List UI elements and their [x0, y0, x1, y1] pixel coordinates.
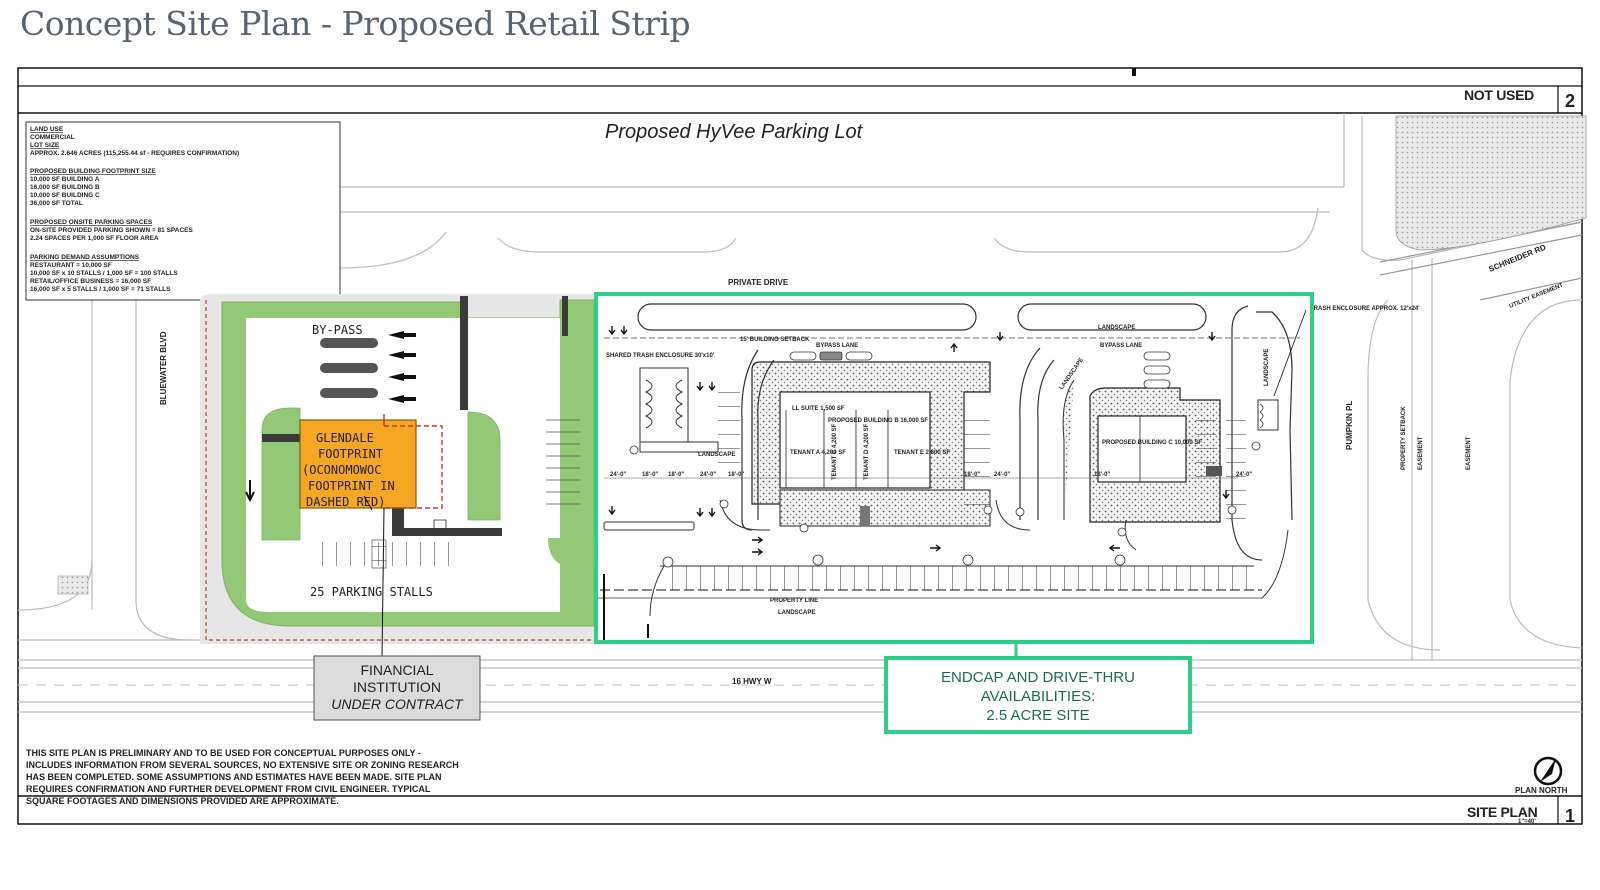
legend-demand-item: 16,000 SF x 5 STALLS / 1,000 SF = 71 STA…: [30, 286, 171, 293]
legend-lot-size-heading: LOT SIZE: [30, 142, 60, 149]
legend-demand-item: RESTAURANT = 10,000 SF: [30, 262, 112, 269]
dimension-strings: 24'-0" 18'-0" 18'-0" 24'-0" 18'-0" 18'-0…: [604, 472, 1252, 479]
footprint-line: GLENDALE: [316, 431, 374, 445]
endcap-callout: ENDCAP AND DRIVE-THRU AVAILABILITIES: 2.…: [884, 656, 1192, 734]
legend-footprint-heading: PROPOSED BUILDING FOOTPRINT SIZE: [30, 168, 156, 175]
landscape-top-label: LANDSCAPE: [1098, 325, 1135, 331]
financial-line: FINANCIAL: [360, 662, 433, 678]
hyvee-lot-label: Proposed HyVee Parking Lot: [605, 121, 864, 143]
north-arrow-icon: [1533, 756, 1563, 786]
legend-footprint-item: 16,000 SF BUILDING B: [30, 184, 100, 191]
legend-land-use-heading: LAND USE: [30, 126, 64, 133]
hatched-island: [1395, 115, 1587, 251]
traffic-arrows: [608, 326, 1230, 556]
dimension-label: 18'-0": [964, 472, 980, 478]
tenant-label: TENANT D 4,200 SF: [864, 423, 870, 480]
not-used-label: NOT USED: [1464, 87, 1534, 103]
tenant-label: TENANT E 2,800 SF: [894, 450, 950, 456]
hwy-label: 16 HWY W: [732, 677, 772, 686]
endcap-line: ENDCAP AND DRIVE-THRU: [941, 669, 1135, 686]
parked-cars: [789, 351, 1171, 389]
landscape-left-label: LANDSCAPE: [698, 452, 735, 458]
title-block: NOT USED 2 SITE PLAN 1 1"=40' PLAN NORTH: [17, 67, 1583, 826]
footprint-line: DASHED RED): [306, 495, 385, 509]
legend-land-use: COMMERCIAL: [30, 134, 75, 141]
note-line: THIS SITE PLAN IS PRELIMINARY AND TO BE …: [26, 748, 421, 758]
legend-parking-item: 2.24 SPACES PER 1,000 SF FLOOR AREA: [30, 235, 159, 242]
dimension-label: 24'-0": [700, 472, 716, 478]
dimension-label: 18'-0": [1094, 472, 1110, 478]
property-line-label: PROPERTY LINE: [770, 598, 818, 604]
note-line: REQUIRES CONFIRMATION AND FURTHER DEVELO…: [26, 784, 431, 794]
easement-label-2: EASEMENT: [1466, 436, 1472, 470]
legend-footprint-item: 36,000 SF TOTAL: [30, 200, 83, 207]
property-setback-label: PROPERTY SETBACK: [1401, 406, 1407, 470]
landscape-bottom-label: LANDSCAPE: [778, 610, 815, 616]
footprint-line: FOOTPRINT IN: [308, 479, 395, 493]
dimension-label: 18'-0": [642, 472, 658, 478]
dimension-label: 24'-0": [994, 472, 1010, 478]
site-plan-number: 1: [1565, 806, 1575, 826]
dimension-label: 24'-0": [1236, 472, 1252, 478]
note-line: INCLUDES INFORMATION FROM SEVERAL SOURCE…: [26, 760, 459, 770]
legend-demand-heading: PARKING DEMAND ASSUMPTIONS: [30, 254, 140, 261]
note-line: SQUARE FOOTAGES AND DIMENSIONS PROVIDED …: [26, 796, 339, 806]
not-used-number: 2: [1565, 91, 1575, 111]
footprint-line: FOOTPRINT: [318, 447, 383, 461]
financial-line: UNDER CONTRACT: [331, 696, 464, 712]
legend-demand-item: RETAIL/OFFICE BUSINESS = 16,000 SF: [30, 278, 151, 285]
disclaimer-note: THIS SITE PLAN IS PRELIMINARY AND TO BE …: [26, 748, 459, 806]
legend-lot-size: APPROX. 2.646 ACRES (115,255.44 sf - REQ…: [30, 150, 239, 157]
tenant-label: LL SUITE 1,500 SF: [792, 406, 845, 412]
financial-institution-callout: FINANCIAL INSTITUTION UNDER CONTRACT: [313, 655, 481, 721]
legend-parking-heading: PROPOSED ONSITE PARKING SPACES: [30, 219, 153, 226]
dimension-label: 18'-0": [668, 472, 684, 478]
footprint-line: (OCONOMOWOC: [302, 463, 381, 477]
bluewater-blvd-label: BLUEWATER BLVD: [159, 331, 168, 405]
bypass-label: BY-PASS: [312, 323, 363, 337]
keynote-markers: [629, 441, 1261, 568]
legend-footprint-item: 10,000 SF BUILDING C: [30, 192, 100, 199]
site-data-legend: LAND USE COMMERCIAL LOT SIZE APPROX. 2.6…: [25, 121, 341, 301]
arrow-down-icon: [245, 480, 255, 503]
legend-footprint-item: 10,000 SF BUILDING A: [30, 176, 100, 183]
building-b-label: PROPOSED BUILDING B 16,000 SF: [828, 418, 928, 424]
page-title: Concept Site Plan - Proposed Retail Stri…: [20, 4, 691, 43]
tenant-label: TENANT C 4,200 SF: [832, 423, 838, 480]
bypass-lane-label: BYPASS LANE: [1100, 343, 1142, 349]
building-setback-label: 15' BUILDING SETBACK: [740, 337, 810, 343]
bypass-lane-label: BYPASS LANE: [816, 343, 858, 349]
site-plan-label: SITE PLAN: [1467, 804, 1538, 820]
tenant-label: TENANT A 4,200 SF: [790, 450, 846, 456]
bank-parcel: BY-PASS GLENDALE FOOTPRINT (OCONOMOWOC F…: [200, 294, 595, 659]
easement-label-1: EASEMENT: [1418, 436, 1424, 470]
private-drive-label: PRIVATE DRIVE: [728, 278, 789, 287]
road-linework: [17, 113, 1583, 713]
bypass-lanes: [320, 338, 378, 398]
pumpkin-pl-label: PUMPKIN PL: [1345, 401, 1354, 450]
available-site-highlight: [594, 292, 1314, 644]
bank-stalls-label: 25 PARKING STALLS: [310, 585, 433, 599]
note-line: HAS BEEN COMPLETED. SOME ASSUMPTIONS AND…: [26, 772, 442, 782]
landscape-right-label: LANDSCAPE: [1264, 349, 1270, 386]
dimension-label: 18'-0": [728, 472, 744, 478]
legend-parking-item: ON-SITE PROVIDED PARKING SHOWN = 81 SPAC…: [30, 227, 193, 234]
dimension-label: 24'-0": [610, 472, 626, 478]
bank-building-footprint: [299, 414, 443, 509]
retail-site: LANDSCAPE 15' BUILDING SETBACK BYPASS LA…: [594, 303, 1420, 640]
plan-north-label: PLAN NORTH: [1515, 786, 1568, 795]
legend-demand-item: 10,000 SF x 10 STALLS / 1,000 SF = 100 S…: [30, 270, 178, 277]
retail-parking-row: [664, 566, 1254, 590]
endcap-line: AVAILABILITIES:: [981, 688, 1096, 705]
hatched-island-left: [57, 575, 89, 595]
building-c-label: PROPOSED BUILDING C 10,000 SF: [1102, 440, 1202, 446]
plan-scale: 1"=40': [1518, 819, 1536, 825]
trash-enclosure-label: SHARED TRASH ENCLOSURE 30'x10': [606, 353, 715, 359]
arrow-left-icon: [388, 331, 416, 403]
utility-easement-label: UTILITY EASEMENT: [1509, 283, 1565, 310]
financial-line: INSTITUTION: [353, 679, 441, 695]
trash-enclosure-label: TRASH ENCLOSURE APPROX. 12'x24': [1310, 306, 1420, 312]
endcap-line: 2.5 ACRE SITE: [986, 707, 1089, 724]
